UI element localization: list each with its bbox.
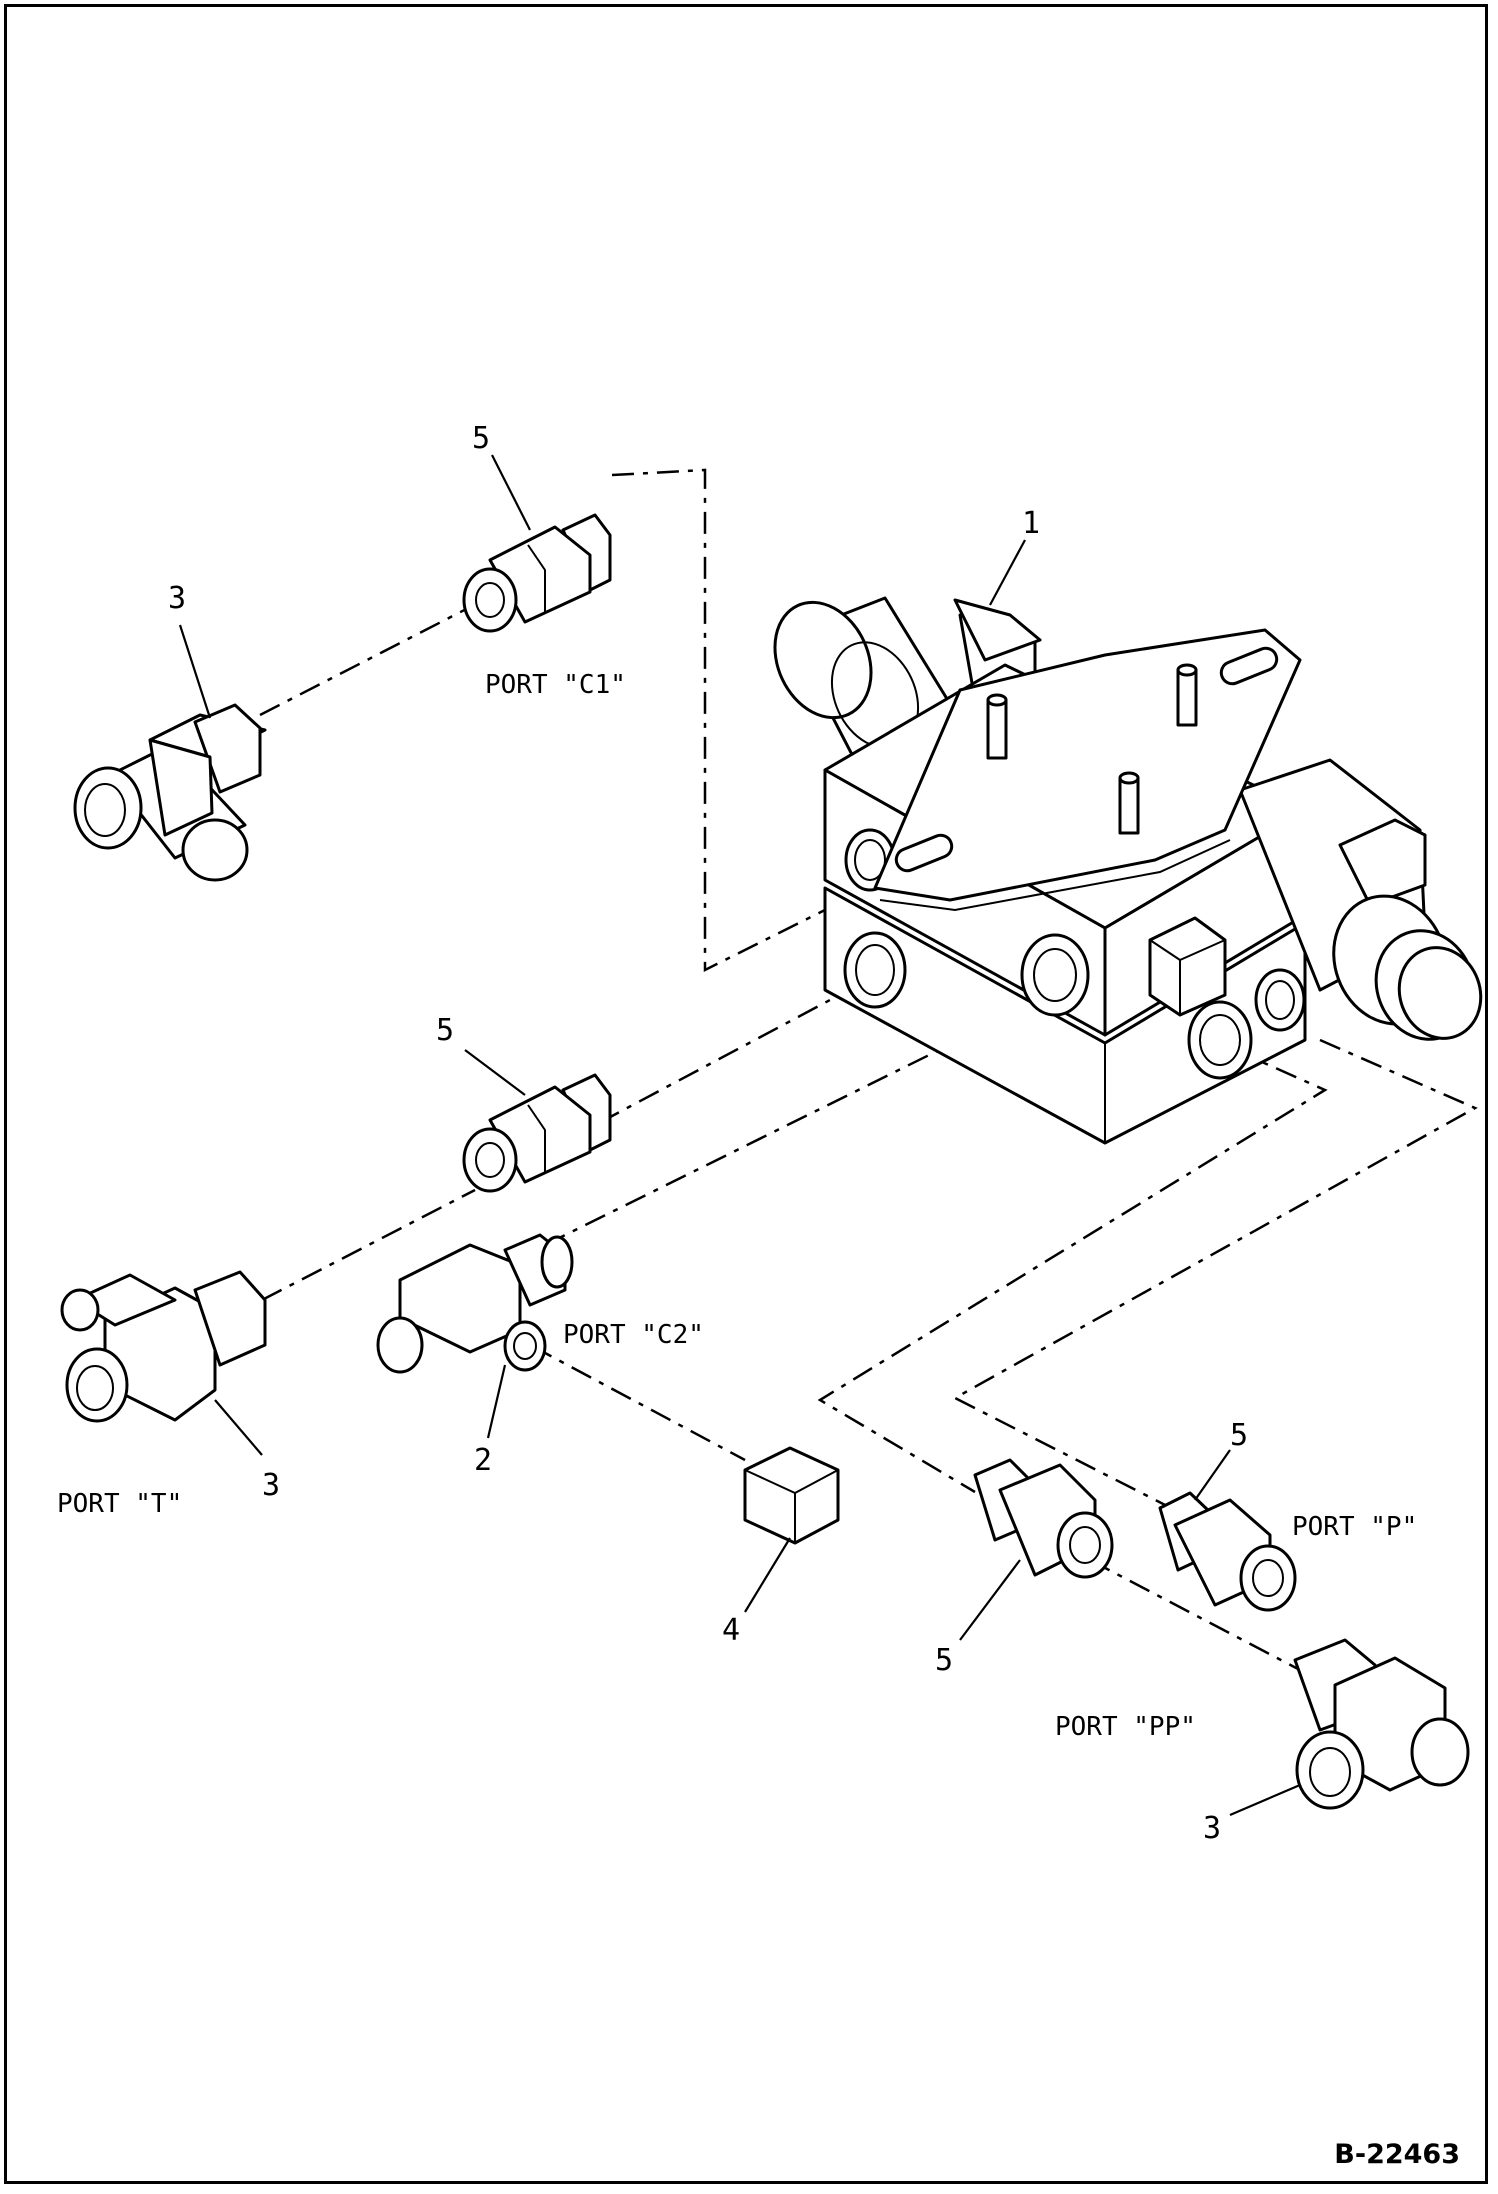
item-number-adapter-t: 5 bbox=[436, 1013, 454, 1048]
tee-fitting-port-pp bbox=[1293, 1638, 1470, 1810]
item-number-adapter-p: 5 bbox=[1230, 1418, 1248, 1453]
item-number-callouts: 5 3 1 5 3 2 4 5 5 3 bbox=[168, 421, 1248, 1846]
item-number-cap: 4 bbox=[722, 1613, 740, 1648]
leader-lines bbox=[178, 454, 1301, 1817]
mounting-plate bbox=[873, 628, 1302, 912]
item-number-valve: 1 bbox=[1022, 506, 1040, 541]
diagram-frame bbox=[4, 4, 1488, 2184]
item-number-tee-pp: 3 bbox=[1203, 1811, 1221, 1846]
adapter-port-p bbox=[1158, 1491, 1297, 1612]
drawing-number: B-22463 bbox=[1334, 2139, 1460, 2170]
hex-cap bbox=[743, 1446, 840, 1545]
control-valve-body bbox=[773, 596, 1483, 1145]
port-label-c1: PORT "C1" bbox=[485, 670, 626, 700]
item-number-tee-c2: 2 bbox=[474, 1443, 492, 1478]
port-labels: PORT "C1" PORT "C2" PORT "T" PORT "P" PO… bbox=[57, 670, 1417, 1742]
hex-plug bbox=[1148, 916, 1227, 1017]
assembly-centerlines bbox=[259, 468, 1478, 1672]
valve-port-holes bbox=[843, 828, 1306, 1080]
tee-fitting-port-c2 bbox=[376, 1233, 574, 1374]
tee-fitting-c1 bbox=[73, 703, 267, 882]
port-label-t: PORT "T" bbox=[57, 1489, 182, 1519]
tee-fitting-port-t bbox=[60, 1270, 267, 1423]
port-label-p: PORT "P" bbox=[1292, 1512, 1417, 1542]
item-number-tee-t: 3 bbox=[262, 1468, 280, 1503]
item-number-tee-c1: 3 bbox=[168, 581, 186, 616]
front-solenoid bbox=[1238, 758, 1483, 1041]
item-number-adapter-c1: 5 bbox=[472, 421, 490, 456]
adapter-port-t bbox=[462, 1073, 612, 1193]
adapter-port-pp bbox=[973, 1458, 1114, 1579]
adapter-port-c1 bbox=[462, 513, 612, 633]
port-label-pp: PORT "PP" bbox=[1055, 1712, 1196, 1742]
item-number-adapter-pp: 5 bbox=[935, 1643, 953, 1678]
port-label-c2: PORT "C2" bbox=[563, 1320, 704, 1350]
